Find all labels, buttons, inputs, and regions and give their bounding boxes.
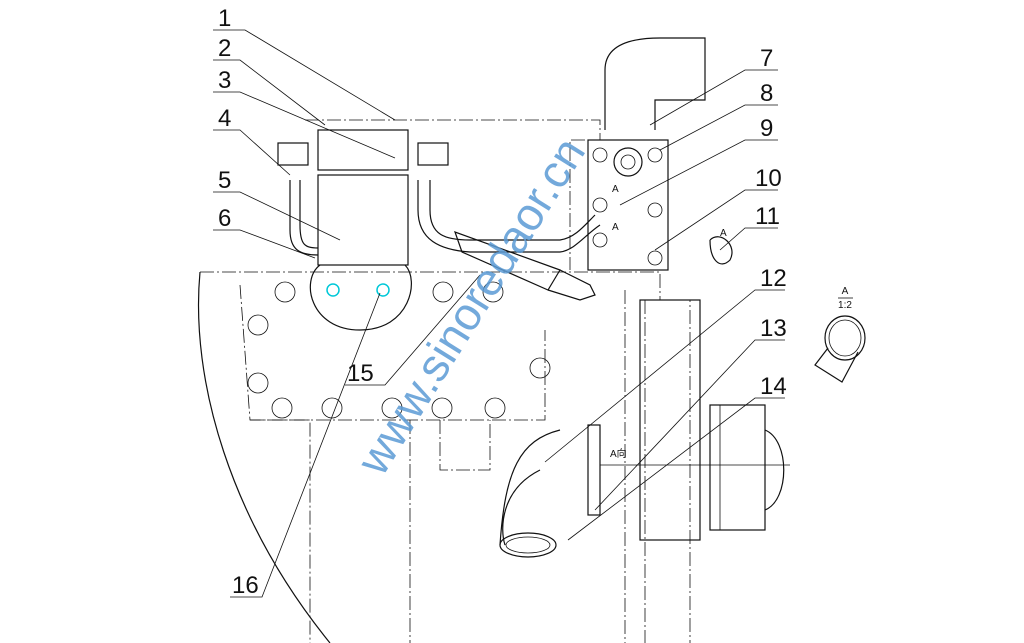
- detail-scale-denominator: 1:2: [838, 300, 852, 311]
- filter-assembly: [277, 129, 601, 331]
- callout-4: 4: [218, 105, 231, 132]
- callout-7: 7: [760, 45, 773, 72]
- leader-lines: [213, 29, 785, 598]
- engine-outline: [197, 119, 790, 643]
- callout-11: 11: [755, 203, 780, 230]
- callout-8: 8: [760, 80, 773, 107]
- callout-12: 12: [760, 265, 787, 292]
- callout-16: 16: [232, 572, 259, 599]
- callout-3: 3: [218, 67, 231, 94]
- detail-11-label: A: [720, 228, 727, 239]
- section-a-label-2: A: [612, 222, 619, 233]
- bolt-holes: [247, 147, 663, 419]
- callout-numbers: 1 2 3 4 5 6 7 8 9 10 11 12 13 14 15 16: [218, 5, 787, 599]
- section-a-label: A: [612, 184, 619, 195]
- detail-a: [814, 315, 866, 383]
- outlet-elbow: [587, 37, 733, 271]
- callout-5: 5: [218, 167, 231, 194]
- callout-13: 13: [760, 315, 787, 342]
- callout-9: 9: [760, 115, 773, 142]
- view-labels: A A A A向 A 1:2: [610, 184, 853, 460]
- detail-scale-numerator: A: [842, 286, 849, 297]
- view-a-label: A向: [610, 447, 627, 460]
- callout-14: 14: [760, 373, 787, 400]
- callout-6: 6: [218, 205, 231, 232]
- callout-2: 2: [218, 35, 231, 62]
- callout-10: 10: [755, 165, 782, 192]
- callout-1: 1: [218, 5, 231, 32]
- callout-15: 15: [347, 360, 374, 387]
